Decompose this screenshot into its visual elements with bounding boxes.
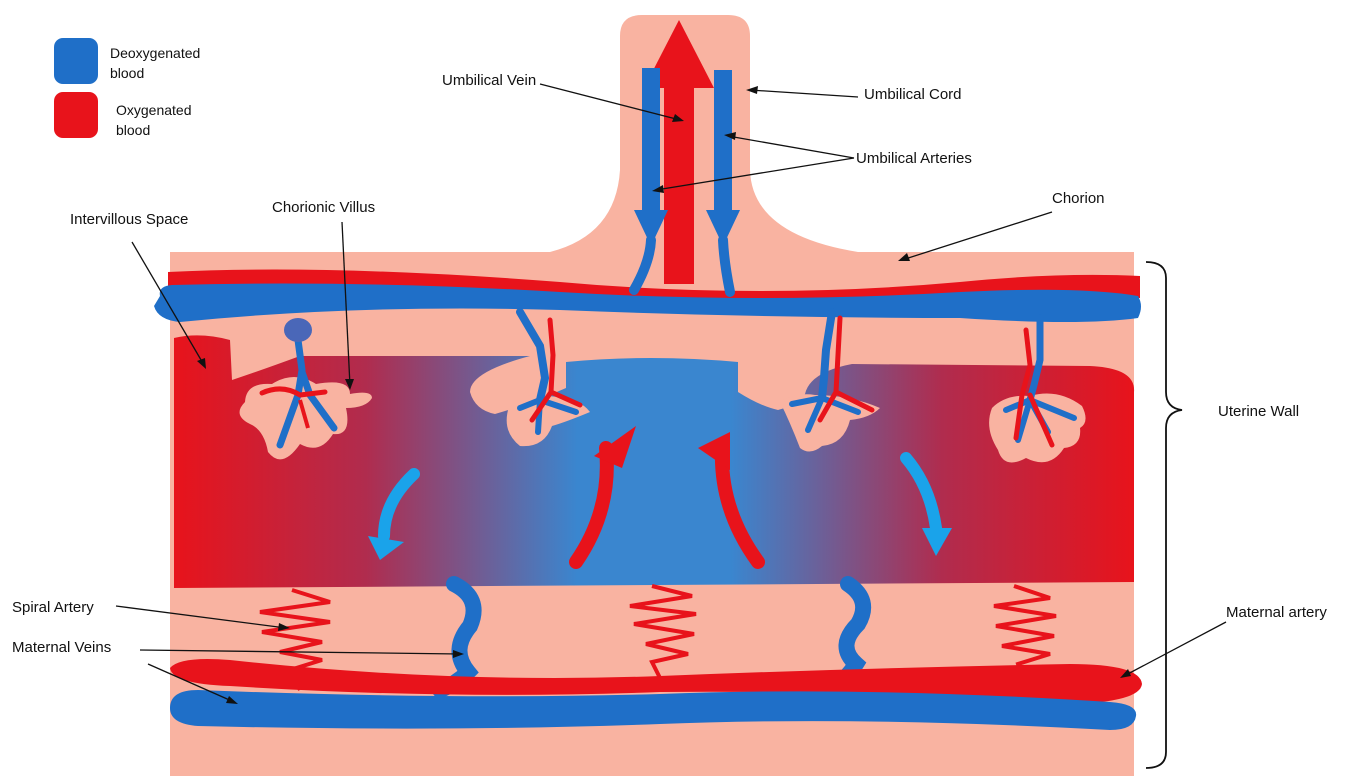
label-chorionic-villus: Chorionic Villus — [272, 199, 375, 216]
legend: Deoxygenated blood Oxygenated blood — [54, 38, 200, 138]
label-intervillous-space: Intervillous Space — [70, 211, 188, 228]
legend-label-oxygenated-2: blood — [116, 122, 150, 138]
pointer-maternal-artery — [1124, 622, 1226, 676]
intervillous-space — [174, 335, 1134, 588]
label-maternal-veins: Maternal Veins — [12, 639, 111, 656]
label-spiral-artery: Spiral Artery — [12, 599, 94, 616]
label-umbilical-vein: Umbilical Vein — [442, 72, 536, 89]
legend-swatch-oxygenated — [54, 92, 98, 138]
pointer-umbilical-cord — [750, 90, 858, 97]
legend-label-deoxygenated: Deoxygenated — [110, 45, 200, 61]
uterine-wall-brace — [1146, 262, 1182, 768]
legend-label-oxygenated: Oxygenated — [116, 102, 192, 118]
label-uterine-wall: Uterine Wall — [1218, 403, 1299, 420]
maternal-vein-vessel — [170, 690, 1136, 730]
label-chorion: Chorion — [1052, 190, 1105, 207]
legend-label-deoxygenated-2: blood — [110, 65, 144, 81]
umbilical-cord — [550, 15, 858, 252]
label-umbilical-cord: Umbilical Cord — [864, 86, 962, 103]
legend-swatch-deoxygenated — [54, 38, 98, 84]
label-umbilical-arteries: Umbilical Arteries — [856, 150, 972, 167]
label-maternal-artery: Maternal artery — [1226, 604, 1327, 621]
